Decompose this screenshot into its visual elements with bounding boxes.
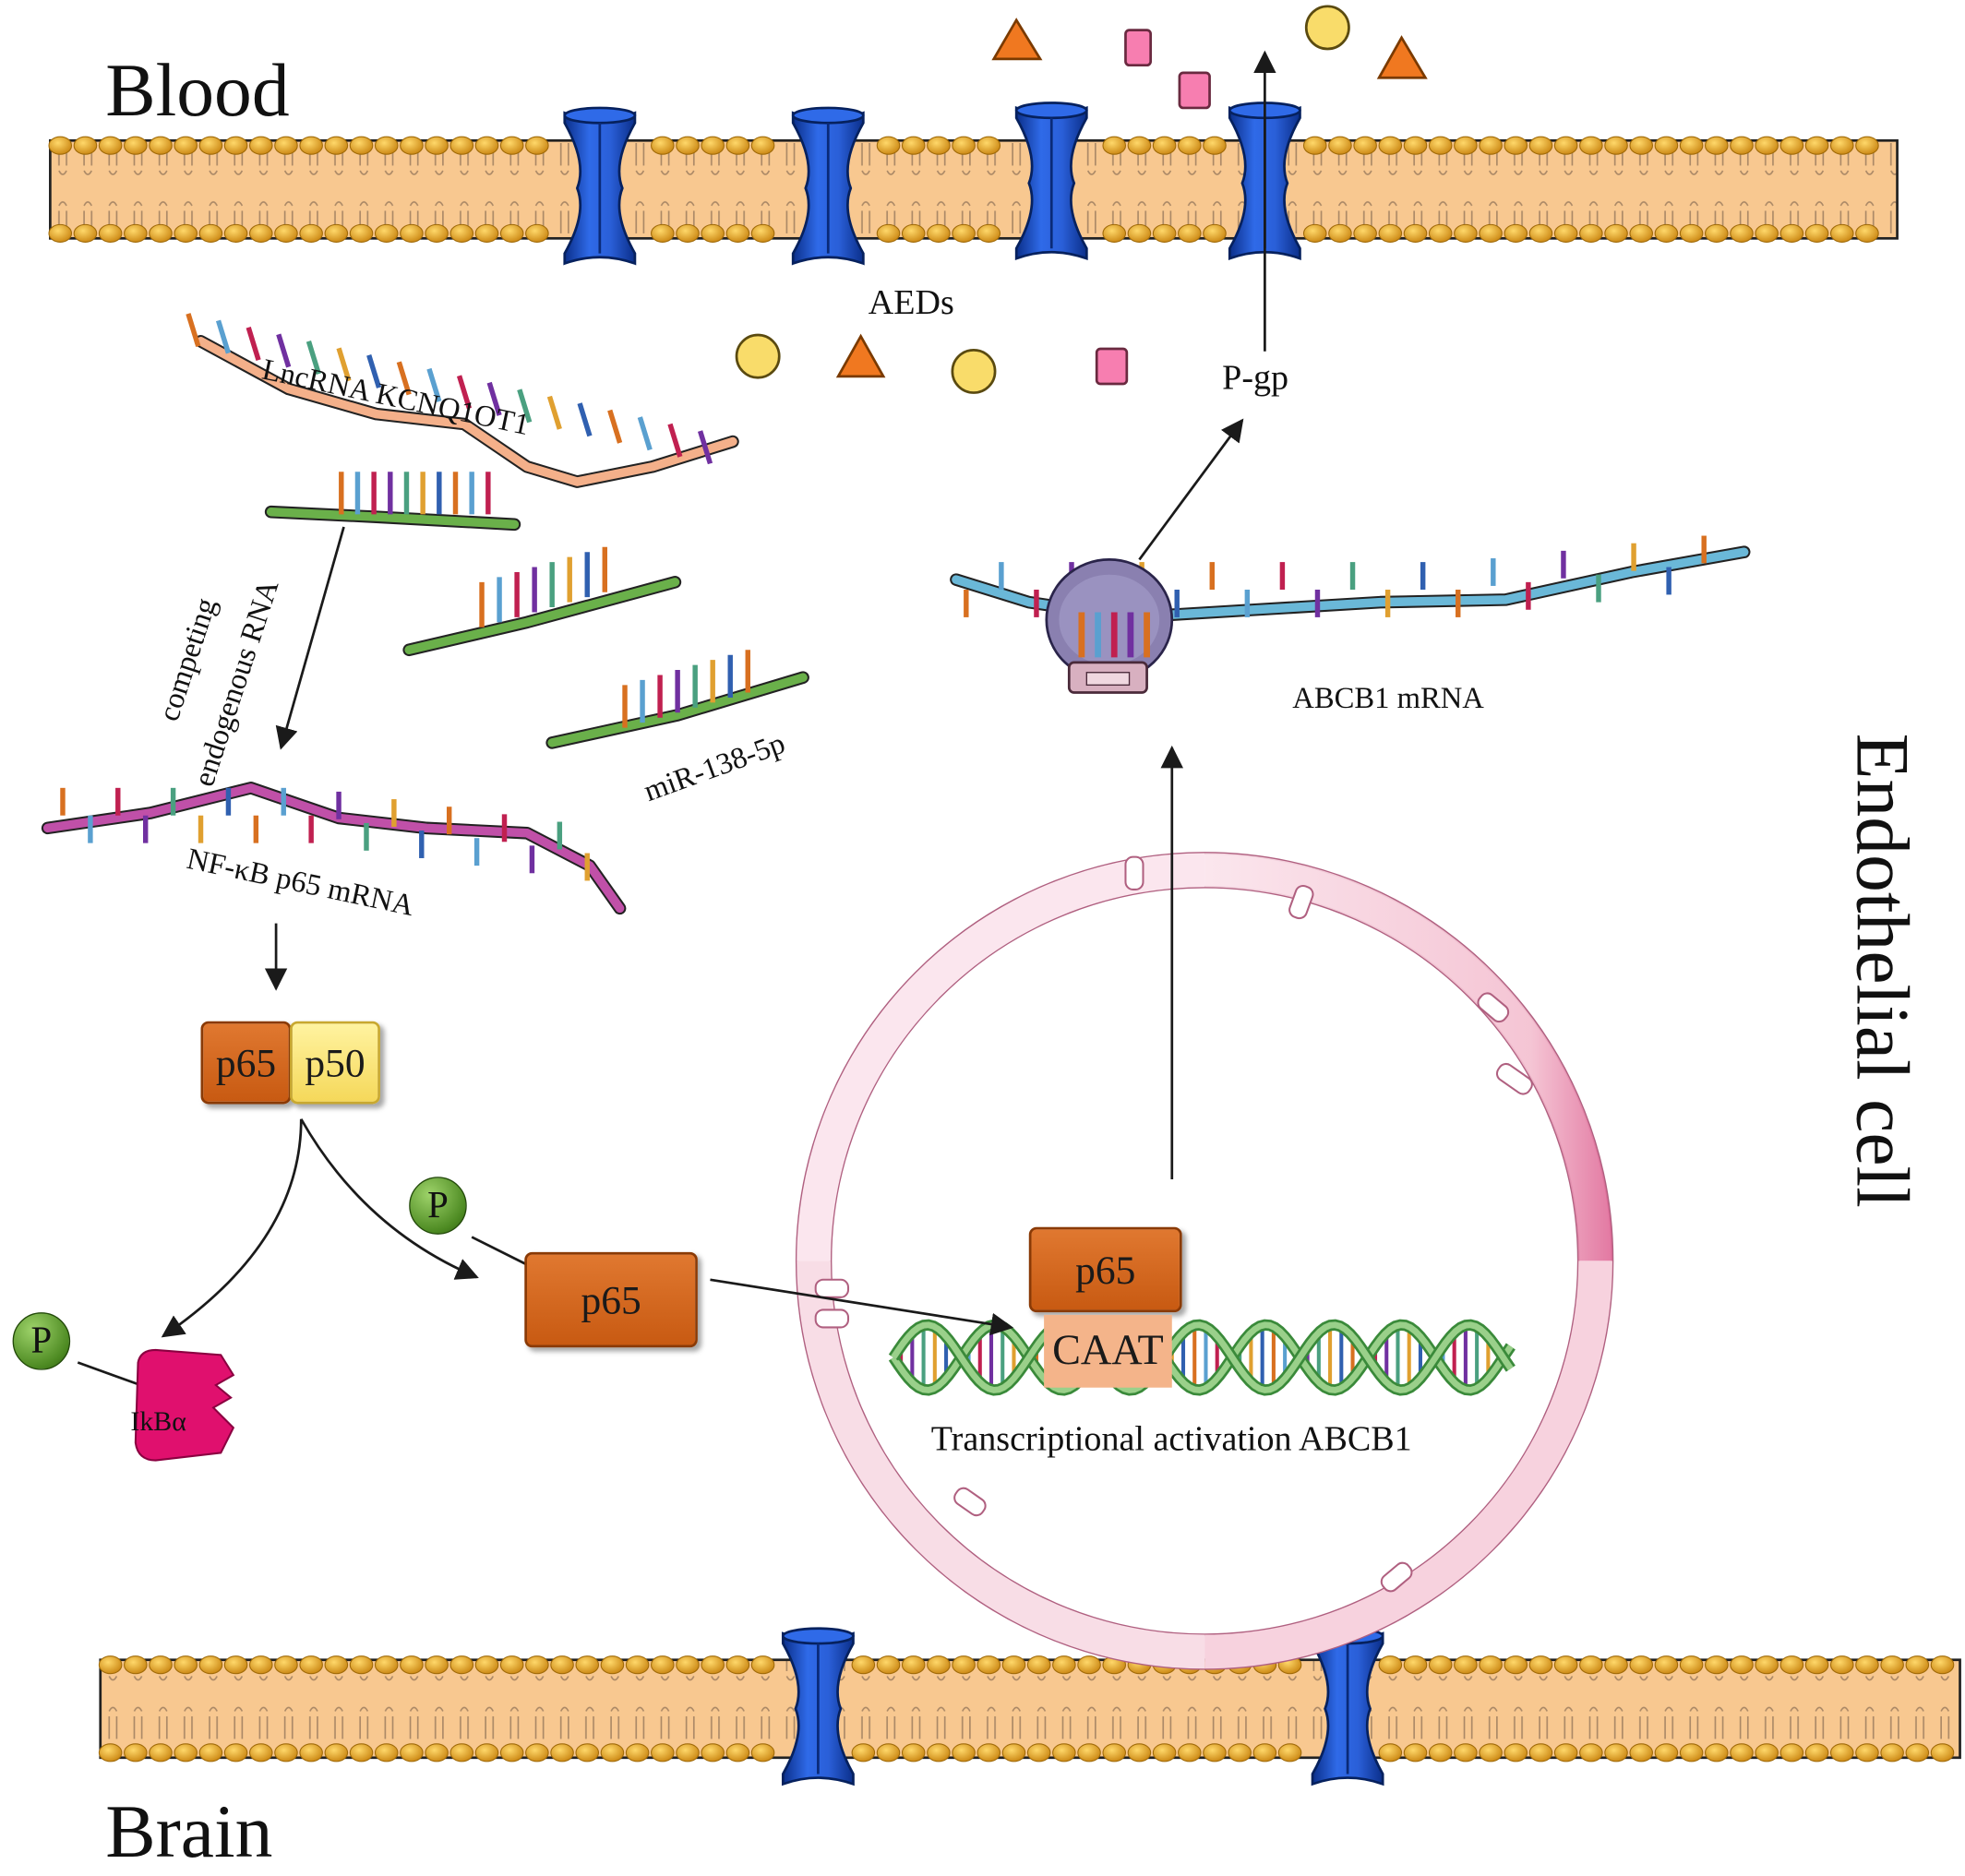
translation-arrow (1138, 418, 1244, 561)
p50-box: p50 (290, 1021, 380, 1105)
p65-release-arrow (300, 1118, 479, 1280)
cerna-arrow (275, 526, 345, 750)
circle-drug-icon (951, 348, 997, 394)
phospho-link (471, 1236, 528, 1266)
circle-drug-icon (735, 333, 781, 379)
triangle-drug-icon (991, 18, 1043, 61)
pgp-label: P-gp (1222, 358, 1289, 398)
transcription-label: Transcriptional activation ABCB1 (930, 1420, 1412, 1460)
ikba-arrow (161, 1118, 303, 1338)
dna-helix (888, 1319, 1516, 1396)
p65-complex-box: p65 (200, 1021, 292, 1105)
phospho-link (77, 1361, 141, 1387)
phospho-p65-box: p65 (524, 1251, 698, 1348)
nucleus-envelope (795, 852, 1614, 1670)
triangle-drug-icon (1376, 35, 1428, 79)
ikba-label: IkBα (130, 1404, 186, 1437)
nuclear-p65-box: p65 (1028, 1226, 1182, 1313)
phosphate-icon: P (409, 1177, 467, 1235)
ikba-icon (134, 1348, 235, 1462)
brain-membrane (98, 1655, 1961, 1762)
caat-box: CAAT (1044, 1314, 1172, 1388)
blood-membrane (48, 136, 1899, 243)
ribosome-icon (1045, 558, 1174, 694)
square-drug-icon (1124, 29, 1153, 67)
endothelial-cell-label: Endothelial cell (1841, 733, 1924, 1208)
phosphate-icon: P (12, 1312, 71, 1370)
blood-label: Blood (105, 49, 290, 132)
rna-strands (41, 313, 1751, 915)
triangle-drug-icon (835, 333, 886, 378)
aeds-label: AEDs (868, 283, 954, 323)
circle-drug-icon (1304, 5, 1350, 51)
square-drug-icon (1178, 71, 1211, 110)
square-drug-icon (1095, 347, 1129, 386)
brain-label: Brain (105, 1790, 273, 1873)
nuclear-translocation-arrow (710, 1278, 1014, 1336)
abcb1-mrna-label: ABCB1 mRNA (1292, 682, 1484, 715)
